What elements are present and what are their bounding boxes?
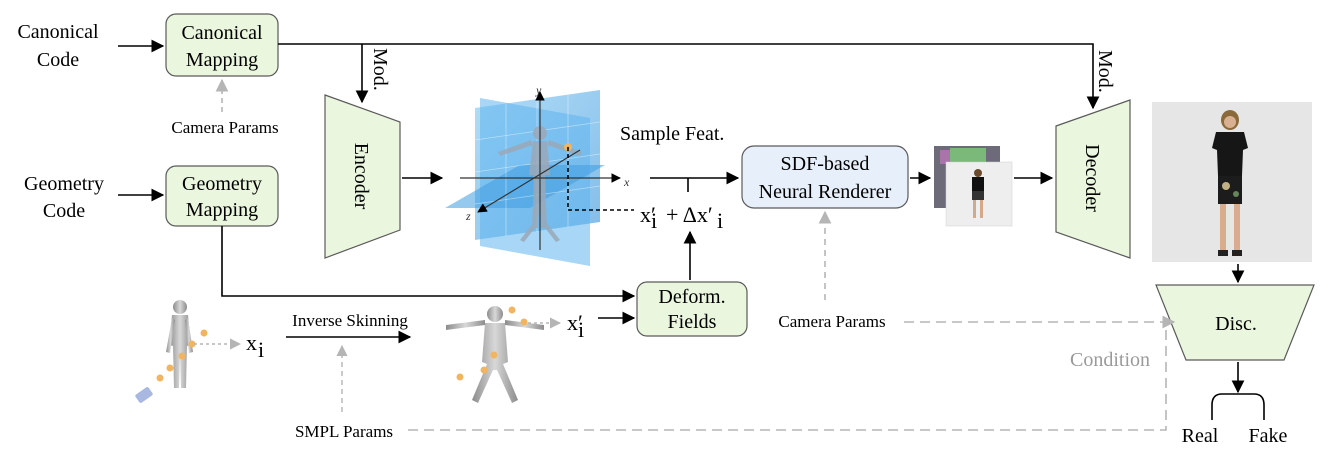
formula-sub-2: i [717,208,723,233]
geometry-mapping-block: Geometry Mapping [165,165,279,227]
camera-icon [135,387,153,403]
output-person-icon [1212,110,1248,256]
camera-params-top-label: Camera Params [171,118,278,137]
renderer-line1: SDF-based [781,153,870,175]
triplane-illustration: y x z [445,83,634,266]
formula-x-prime: x′ [640,202,656,227]
line-canonical-to-decoder [278,43,1100,110]
formula-sub-1: i [651,208,657,233]
geometry-code-line2: Code [43,200,85,222]
thumbnail-person-icon [972,169,984,218]
mod-decoder-label: Mod. [1094,50,1116,93]
deform-line2: Fields [668,311,717,333]
decoder-block: Decoder [1055,99,1131,259]
encoder-label: Encoder [350,143,372,210]
geometry-code-label: Geometry Code [24,173,104,222]
smpl-params-label: SMPL Params [295,422,393,441]
deform-fields-block: Deform. Fields [636,281,748,337]
real-fake-branch [1211,393,1265,420]
camera-params-renderer-label: Camera Params [778,312,885,331]
line-geometry-to-deform [221,226,636,303]
condition-label: Condition [1070,349,1150,371]
sample-guide-dotted [567,147,634,211]
z-axis [477,149,581,213]
xi-symbol: x i [246,330,264,362]
canonical-mapping-line1: Canonical [181,22,263,44]
xi-x: x [246,330,257,355]
geometry-mapping-line2: Mapping [186,199,258,221]
sdf-renderer-block: SDF-based Neural Renderer [741,145,909,209]
fake-label: Fake [1249,425,1288,447]
canonical-code-label: Canonical Code [17,21,99,71]
canonical-code-line1: Canonical [17,21,99,43]
rendered-output-thumbnails [934,146,1013,227]
mod-encoder-label: Mod. [369,48,391,91]
deform-line1: Deform. [658,286,725,308]
geometry-code-line1: Geometry [24,173,104,195]
output-image [1152,102,1312,262]
canonical-body-icon [446,306,544,403]
posed-body-icon [135,300,208,403]
xi-prime-symbol: x′ i [567,310,584,342]
axis-x-label: x [623,175,630,189]
xi-prime-x: x′ [567,310,583,335]
canonical-mapping-line2: Mapping [186,49,258,71]
xi-prime-sub: i [578,317,584,342]
inverse-skinning-label: Inverse Skinning [292,311,408,330]
axis-z-label: z [465,209,471,223]
encoder-block: Encoder [324,94,401,259]
formula-plus-dx: + Δx′ [666,202,713,227]
deformed-point-formula: x′ i + Δx′ i [640,202,723,233]
axis-y-label: y [535,83,542,97]
canonical-code-line2: Code [37,49,79,71]
dashed-smpl-to-disc [408,320,1167,431]
canonical-mapping-block: Canonical Mapping [165,13,279,77]
decoder-label: Decoder [1081,144,1103,212]
disc-label: Disc. [1215,313,1257,335]
discriminator-block: Disc. [1155,284,1315,361]
sample-feat-label: Sample Feat. [620,123,724,145]
xi-sub: i [258,337,264,362]
geometry-mapping-line1: Geometry [182,173,262,195]
renderer-line2: Neural Renderer [759,181,892,203]
real-label: Real [1182,425,1219,447]
